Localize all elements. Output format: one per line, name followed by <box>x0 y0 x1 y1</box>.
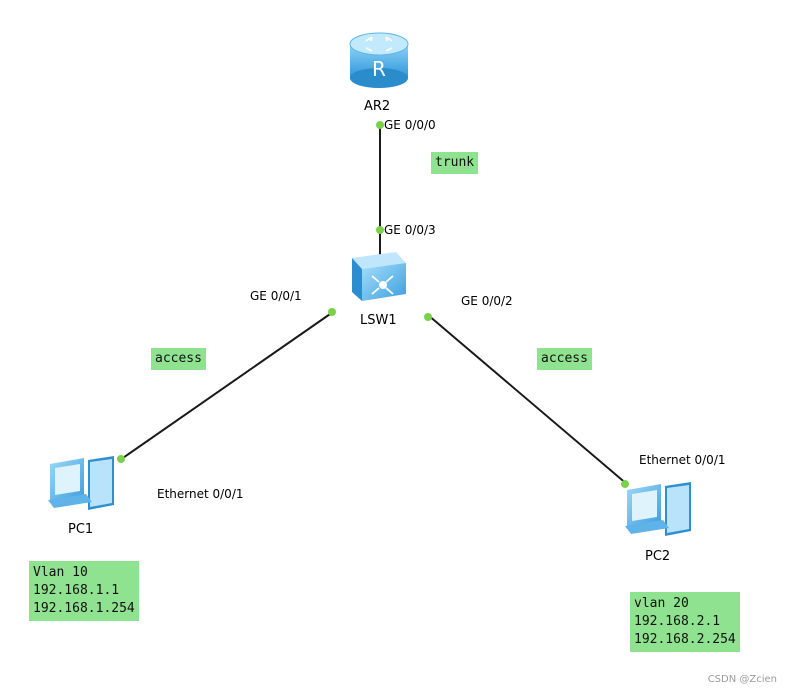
switch-name: LSW1 <box>360 313 397 328</box>
port-label-lsw1-ge001: GE 0/0/1 <box>250 289 302 303</box>
note-line: 192.168.2.254 <box>634 632 736 647</box>
switch-icon[interactable] <box>352 252 406 301</box>
port-dot-lsw1-ge003 <box>376 226 384 234</box>
pc1-name: PC1 <box>68 522 94 537</box>
note-line: Vlan 10 <box>33 565 88 580</box>
pc1-config-note: Vlan 10 192.168.1.1 192.168.1.254 <box>29 561 139 621</box>
pc2-config-note: vlan 20 192.168.2.1 192.168.2.254 <box>630 592 740 652</box>
svg-text:R: R <box>372 57 386 81</box>
link-lsw1-pc1[interactable] <box>119 311 334 461</box>
router-name: AR2 <box>364 99 391 114</box>
port-dot-lsw1-ge002 <box>424 313 432 321</box>
note-line: 192.168.1.1 <box>33 583 120 598</box>
pc-icon[interactable] <box>625 482 691 536</box>
router-icon[interactable]: R <box>349 32 409 88</box>
port-label-pc2-eth: Ethernet 0/0/1 <box>639 453 726 467</box>
pc-icon[interactable] <box>48 456 114 510</box>
port-dot-pc1-eth <box>117 455 125 463</box>
port-label-ar2-ge000: GE 0/0/0 <box>384 118 436 132</box>
port-label-lsw1-ge003: GE 0/0/3 <box>384 223 436 237</box>
link-mode-tag-access-left: access <box>151 348 206 370</box>
port-label-lsw1-ge002: GE 0/0/2 <box>461 294 513 308</box>
port-label-pc1-eth: Ethernet 0/0/1 <box>157 487 244 501</box>
note-line: 192.168.1.254 <box>33 601 135 616</box>
note-line: vlan 20 <box>634 596 689 611</box>
watermark: CSDN @Zcien <box>707 674 777 685</box>
pc2-name: PC2 <box>645 549 671 564</box>
note-line: 192.168.2.1 <box>634 614 721 629</box>
port-dot-ar2-ge000 <box>376 121 384 129</box>
link-mode-tag-trunk: trunk <box>431 152 479 174</box>
link-mode-tag-access-right: access <box>537 348 592 370</box>
port-dot-lsw1-ge001 <box>328 308 336 316</box>
port-dot-pc2-eth <box>621 480 629 488</box>
link-lsw1-pc2[interactable] <box>427 314 629 486</box>
